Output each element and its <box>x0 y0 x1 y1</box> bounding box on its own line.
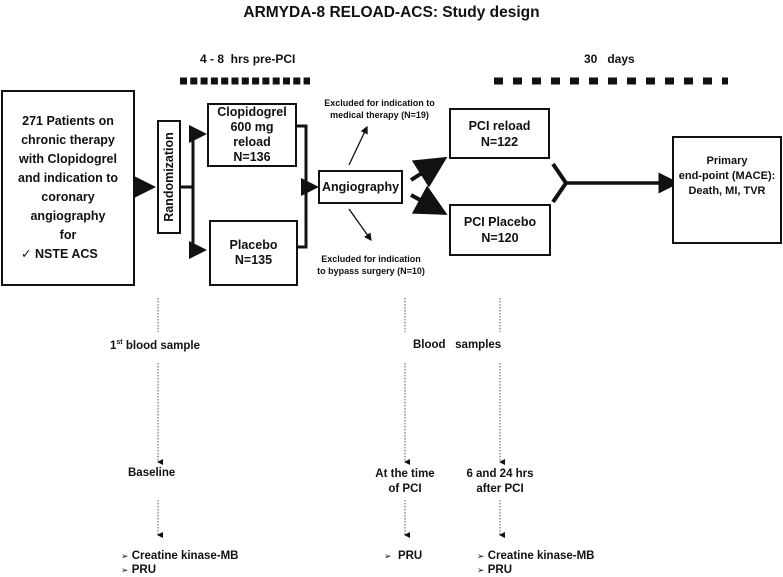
pci-reload-box: PCI reload N=122 <box>449 108 550 159</box>
arrow-to-pci-reload <box>409 156 448 188</box>
patients-description: 271 Patients on chronic therapy with Clo… <box>18 114 118 242</box>
post-pci-timeline-label: 30 days <box>584 52 635 66</box>
list-item: ➢ Creatine kinase-MB <box>121 550 239 562</box>
at-pci-label: At the time of PCI <box>375 468 435 495</box>
first-blood-sample-num: 1 <box>110 339 117 352</box>
baseline-label: Baseline <box>128 467 176 479</box>
list-item: ➢ PRU <box>384 550 423 562</box>
pci-placebo-box: PCI Placebo N=120 <box>449 204 551 256</box>
arrow-bullet-icon: ➢ <box>477 565 485 575</box>
arrow-bullet-icon: ➢ <box>477 551 485 561</box>
arrow-bullet-icon: ➢ <box>384 551 392 561</box>
arrow-to-pci-placebo <box>410 185 448 215</box>
check-icon: ✓ <box>21 247 32 261</box>
exclusion-medical-therapy-label: Excluded for indication to medical thera… <box>324 98 435 120</box>
exclusion-bypass-surgery-label: Excluded for indication to bypass surger… <box>317 254 425 276</box>
patients-criteria-row: ✓ NSTE ACS <box>21 245 98 264</box>
diagram-title: ARMYDA-8 RELOAD-ACS: Study design <box>243 4 540 21</box>
clopidogrel-arm-box: Clopidogrel 600 mg reload N=136 <box>207 103 297 167</box>
arrow-bullet-icon: ➢ <box>121 565 129 575</box>
clopidogrel-merge-connector <box>297 124 308 249</box>
after-pci-label: 6 and 24 hrs after PCI <box>466 468 534 495</box>
after-pci-measurements: ➢ Creatine kinase-MB ➢ PRU <box>477 549 594 577</box>
blood-samples-label: Blood samples <box>413 339 502 351</box>
first-blood-sample-text: blood sample <box>125 339 200 352</box>
patients-box: 271 Patients on chronic therapy with Clo… <box>1 90 135 286</box>
pre-pci-timeline-label: 4 - 8 hrs pre-PCI <box>200 52 296 66</box>
randomization-box: Randomization <box>157 120 181 234</box>
patients-criteria: NSTE ACS <box>34 247 98 261</box>
list-item: ➢ Creatine kinase-MB <box>477 550 595 562</box>
list-item: ➢ PRU <box>477 564 513 576</box>
primary-endpoint-box: Primary end-point (MACE): Death, MI, TVR <box>672 136 782 244</box>
arrow-exclusion-medical <box>348 125 368 166</box>
arrow-bullet-icon: ➢ <box>121 551 129 561</box>
first-blood-sample-label: 1st blood sample <box>110 339 200 354</box>
list-item: ➢ PRU <box>121 564 157 576</box>
placebo-arm-box: Placebo N=135 <box>209 220 298 286</box>
angiography-box: Angiography <box>318 170 403 204</box>
pci-merge-connector <box>551 162 569 204</box>
first-blood-sample-sup: st <box>116 339 123 346</box>
baseline-measurements: ➢ Creatine kinase-MB ➢ PRU <box>121 549 238 577</box>
arrow-exclusion-bypass <box>348 208 372 242</box>
at-pci-measurements: ➢ PRU <box>384 549 422 563</box>
randomization-label: Randomization <box>162 132 176 222</box>
